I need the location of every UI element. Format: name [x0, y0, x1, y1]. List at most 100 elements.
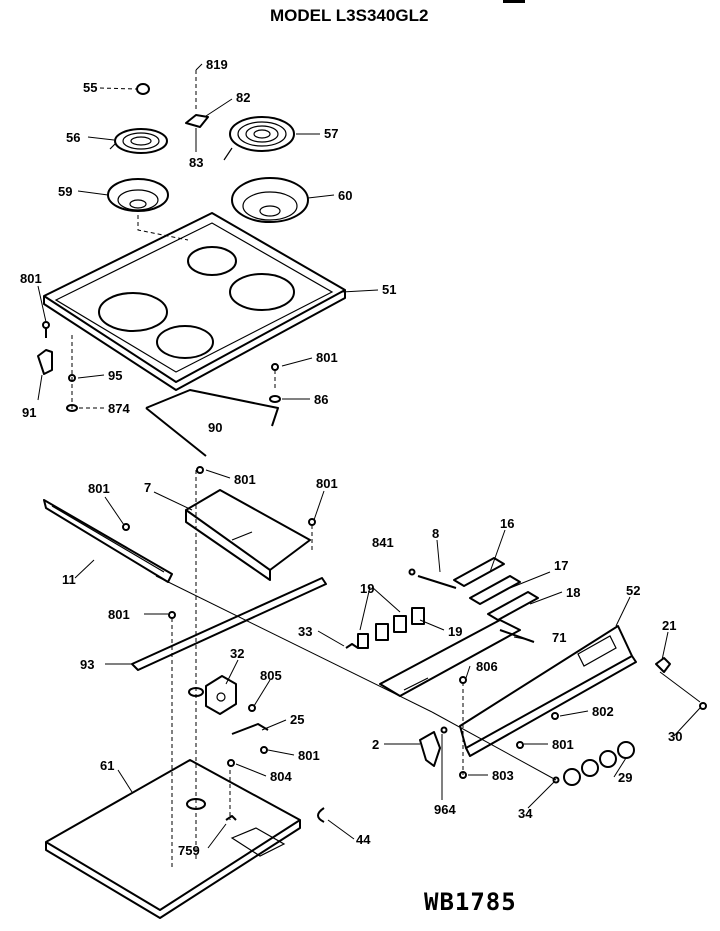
part-label-801-panel: 801: [552, 737, 574, 752]
part-label-802: 802: [592, 704, 614, 719]
part-label-44: 44: [356, 832, 371, 847]
part-label-60: 60: [338, 188, 352, 203]
screw-964: [440, 726, 448, 734]
part-label-801-trim: 801: [88, 481, 110, 496]
part-label-19-lower: 19: [448, 624, 462, 639]
part-label-21: 21: [662, 618, 676, 633]
screw-30: [699, 702, 707, 710]
diagram-title: MODEL L3S340GL2: [270, 6, 428, 25]
part-label-819: 819: [206, 57, 228, 72]
part-label-804: 804: [270, 769, 292, 784]
wire-harness-90: [145, 389, 279, 457]
guide-line-right: [659, 671, 701, 703]
bracket-25: [231, 723, 269, 735]
clip-33: [345, 643, 359, 649]
knob-switches-19: [357, 607, 425, 649]
clip-34: [552, 776, 560, 784]
control-knobs-29: [563, 741, 635, 786]
clip-21: [655, 657, 671, 673]
control-panel-52: [459, 625, 637, 757]
screw-801-support: [168, 611, 176, 870]
bracket-2: [419, 731, 441, 767]
part-label-803: 803: [492, 768, 514, 783]
part-label-52: 52: [626, 583, 640, 598]
part-label-25: 25: [290, 712, 304, 727]
part-label-806: 806: [476, 659, 498, 674]
mount-plate-806: [379, 619, 521, 697]
cooktop: [43, 212, 346, 391]
part-label-8: 8: [432, 526, 439, 541]
part-label-29: 29: [618, 770, 632, 785]
part-label-964: 964: [434, 802, 456, 817]
part-label-59: 59: [58, 184, 72, 199]
clip-44: [317, 807, 325, 823]
knob-cap: [136, 83, 150, 95]
terminal-block: [185, 70, 209, 128]
part-label-801-bracket: 801: [298, 748, 320, 763]
part-label-83: 83: [189, 155, 203, 170]
part-label-55: 55: [83, 80, 97, 95]
support-93: [131, 577, 327, 671]
relay-32: [205, 675, 237, 715]
part-label-56: 56: [66, 130, 80, 145]
screw-801-bracket: [260, 746, 268, 754]
part-label-17: 17: [554, 558, 568, 573]
part-label-16: 16: [500, 516, 514, 531]
drip-pan-large: [231, 177, 309, 223]
part-label-71: 71: [552, 630, 566, 645]
surface-unit-small: [109, 128, 168, 154]
screw-801-center: [196, 466, 204, 474]
part-label-801-top-right: 801: [316, 350, 338, 365]
screw-801-duct: [308, 518, 316, 550]
bottom-panel-61: [45, 759, 301, 919]
part-label-86: 86: [314, 392, 328, 407]
duct-7: [185, 489, 311, 581]
part-label-93: 93: [80, 657, 94, 672]
screw-801-right: [271, 363, 279, 390]
part-label-801-duct: 801: [316, 476, 338, 491]
screw-801-trim: [122, 523, 130, 531]
part-label-19-upper: 19: [360, 581, 374, 596]
part-label-801-support: 801: [108, 607, 130, 622]
drawing-code: WB1785: [424, 888, 517, 916]
screw-841: [408, 568, 416, 576]
guide-line-diagonal: [155, 575, 433, 713]
part-label-801-top-left: 801: [20, 271, 42, 286]
switch-bank: [453, 557, 539, 621]
part-label-11: 11: [62, 572, 76, 587]
part-label-801-center: 801: [234, 472, 256, 487]
part-label-57: 57: [324, 126, 338, 141]
part-label-34: 34: [518, 806, 533, 821]
screw-801-panel: [516, 741, 524, 749]
part-label-30: 30: [668, 729, 682, 744]
part-label-2: 2: [372, 737, 379, 752]
drip-pan-small: [107, 178, 169, 212]
part-label-91: 91: [22, 405, 36, 420]
clip-86: [269, 395, 281, 403]
part-label-32: 32: [230, 646, 244, 661]
trim-11: [43, 499, 173, 583]
part-label-61: 61: [100, 758, 114, 773]
part-label-759: 759: [178, 843, 200, 858]
leader-lines: [37, 63, 701, 849]
part-label-95: 95: [108, 368, 122, 383]
part-label-841: 841: [372, 535, 394, 550]
part-label-33: 33: [298, 624, 312, 639]
part-label-82: 82: [236, 90, 250, 105]
screw-801-left: [42, 321, 50, 338]
clip-759: [225, 815, 237, 821]
part-label-805: 805: [260, 668, 282, 683]
bracket-91: [37, 349, 53, 375]
guide-line-knobs: [431, 711, 557, 781]
screw-805: [248, 704, 256, 712]
screw-802: [551, 712, 559, 720]
wire-8: [417, 575, 457, 589]
part-label-874: 874: [108, 401, 130, 416]
surface-unit-large: [223, 116, 295, 161]
part-label-90: 90: [208, 420, 222, 435]
part-label-51: 51: [382, 282, 396, 297]
header-mark: [503, 0, 525, 3]
screw-803: [459, 771, 467, 779]
part-label-7: 7: [144, 480, 151, 495]
